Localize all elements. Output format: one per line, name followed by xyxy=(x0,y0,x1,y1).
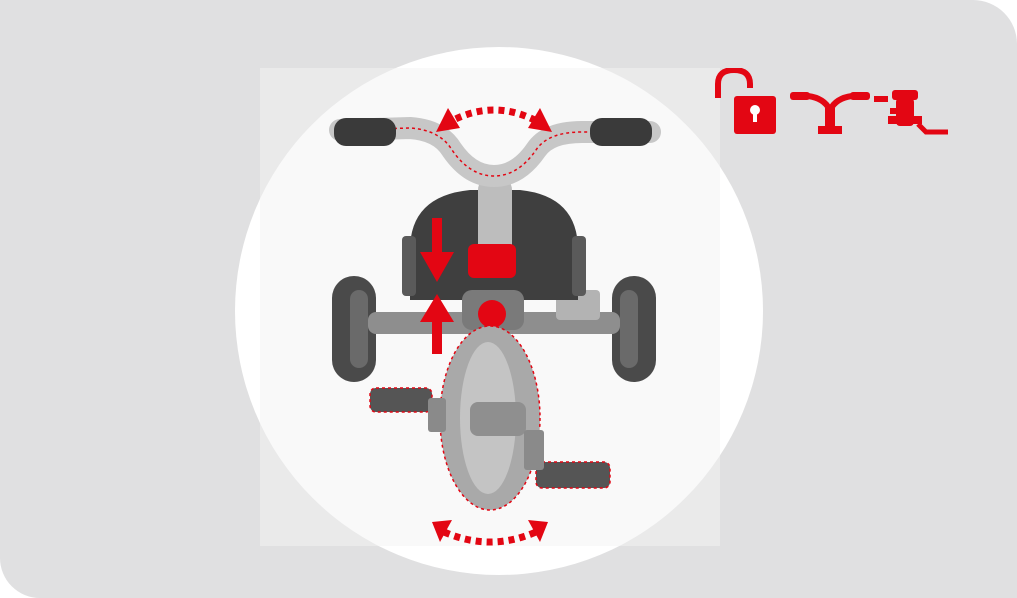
front-wheel xyxy=(440,326,540,510)
handlebar-icon xyxy=(790,92,870,134)
steering-pedal-icon xyxy=(874,90,948,132)
seat-right-support xyxy=(572,236,586,296)
seat-left-support xyxy=(402,236,416,296)
instruction-icon-strip xyxy=(712,68,952,138)
right-grip xyxy=(590,118,652,146)
unlocked-padlock-icon xyxy=(718,70,776,134)
red-hub-cap xyxy=(478,300,506,328)
column-lock-collar xyxy=(468,244,516,278)
left-grip xyxy=(334,118,396,146)
